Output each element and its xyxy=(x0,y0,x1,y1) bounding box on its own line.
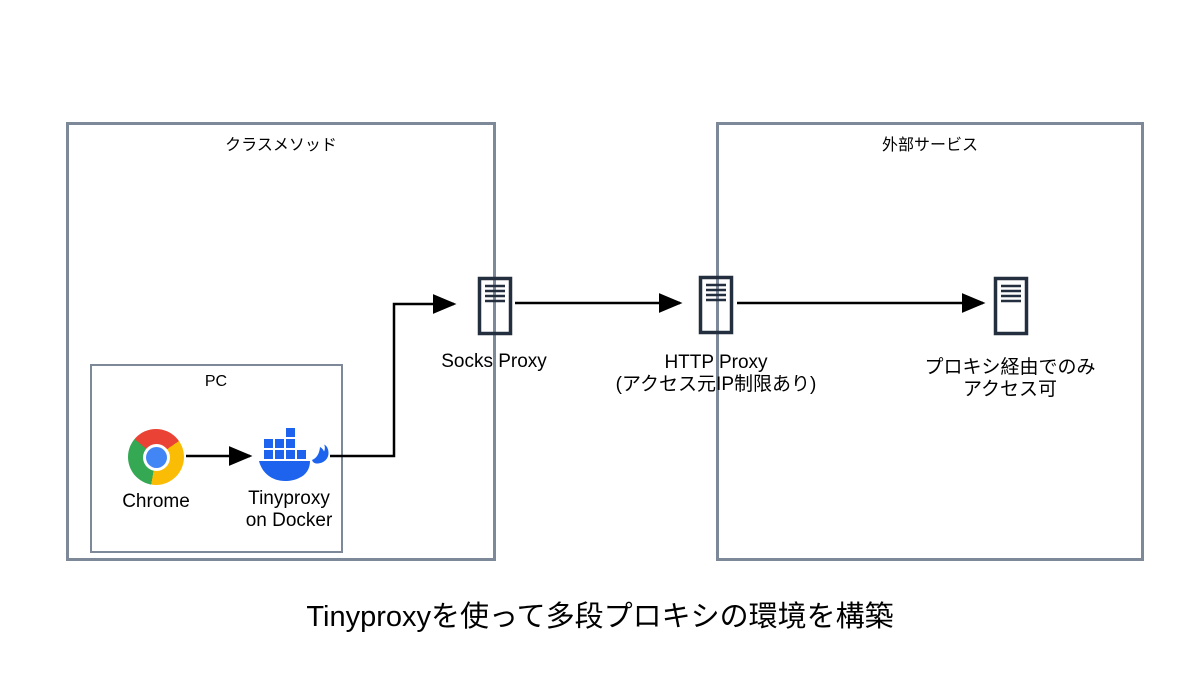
socks-proxy-label: Socks Proxy xyxy=(441,351,547,372)
http-proxy-label: HTTP Proxy (アクセス元IP制限あり) xyxy=(616,352,817,396)
chrome-icon-white-ring xyxy=(142,443,170,471)
group-box-pc xyxy=(90,364,343,553)
diagram-title: Tinyproxyを使って多段プロキシの環境を構築 xyxy=(306,601,894,633)
chrome-icon xyxy=(128,429,184,485)
tinyproxy-label-line1: Tinyproxy xyxy=(248,488,330,509)
external-server-label-line1: プロキシ経由でのみ xyxy=(924,357,1096,378)
http-proxy-label-line1: HTTP Proxy xyxy=(664,352,768,373)
tinyproxy-label-line2: on Docker xyxy=(245,510,333,531)
classmethod-group-label: クラスメソッド xyxy=(225,137,337,154)
socks-proxy-server-icon xyxy=(477,276,513,336)
group-box-external-service xyxy=(716,122,1144,561)
chrome-icon-blue-core xyxy=(145,446,167,468)
docker-whale-icon xyxy=(259,428,329,481)
external-service-group-label: 外部サービス xyxy=(881,137,979,154)
http-proxy-server-icon xyxy=(698,275,734,335)
pc-group-label: PC xyxy=(204,373,228,390)
external-server-label: プロキシ経由でのみ アクセス可 xyxy=(924,357,1095,401)
external-server-icon xyxy=(993,276,1029,336)
chrome-label: Chrome xyxy=(122,491,190,512)
http-proxy-label-line2: (アクセス元IP制限あり) xyxy=(615,374,817,395)
external-server-label-line2: アクセス可 xyxy=(962,379,1058,400)
tinyproxy-label: Tinyproxy on Docker xyxy=(246,488,333,532)
group-box-classmethod xyxy=(66,122,496,561)
